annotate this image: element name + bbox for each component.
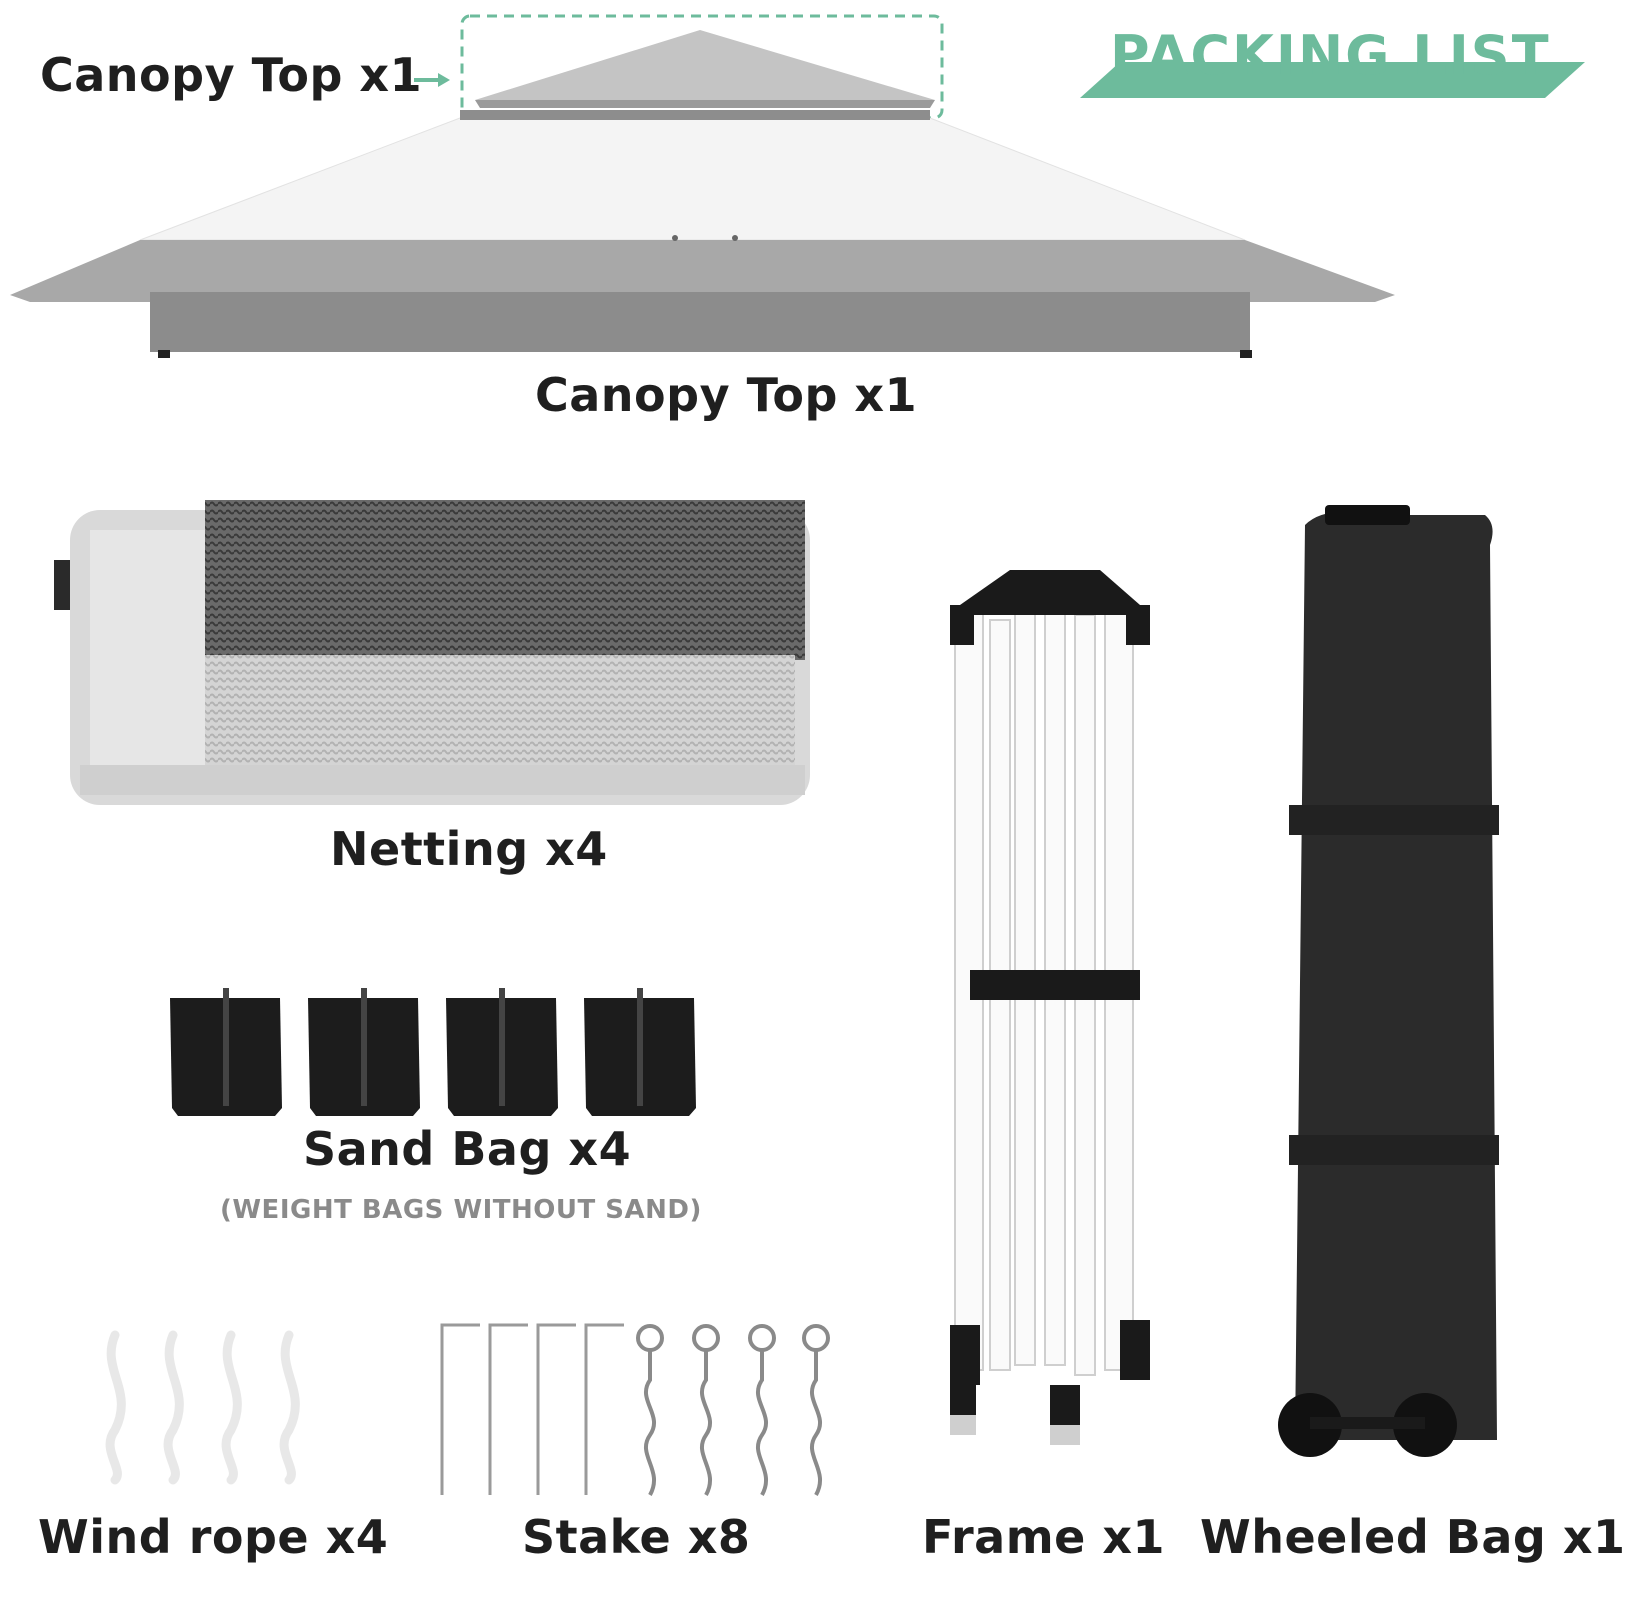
packing-list-banner: PACKING LIST bbox=[1040, 18, 1585, 108]
wheeled-bag-image bbox=[1278, 505, 1499, 1457]
sandbag-label: Sand Bag x4 bbox=[303, 1122, 632, 1176]
sandbag-note: (WEIGHT BAGS WITHOUT SAND) bbox=[220, 1195, 702, 1225]
netting-image bbox=[54, 500, 810, 805]
arrow-right-icon bbox=[414, 73, 450, 87]
banner-stripe bbox=[1080, 62, 1585, 98]
wind-rope-label: Wind rope x4 bbox=[38, 1510, 389, 1564]
wind-rope-image bbox=[105, 1330, 300, 1485]
stake-image bbox=[440, 1323, 830, 1496]
canopy-label: Canopy Top x1 bbox=[535, 368, 918, 422]
sandbag-image bbox=[170, 988, 696, 1116]
stake-label: Stake x8 bbox=[522, 1510, 751, 1564]
netting-label: Netting x4 bbox=[330, 822, 608, 876]
wheeled-bag-label: Wheeled Bag x1 bbox=[1200, 1510, 1626, 1564]
page-title: PACKING LIST bbox=[1110, 24, 1551, 87]
frame-image bbox=[950, 570, 1150, 1445]
canopy-callout-label: Canopy Top x1 bbox=[40, 48, 423, 102]
canopy-top-image bbox=[10, 14, 1395, 358]
frame-label: Frame x1 bbox=[922, 1510, 1166, 1564]
